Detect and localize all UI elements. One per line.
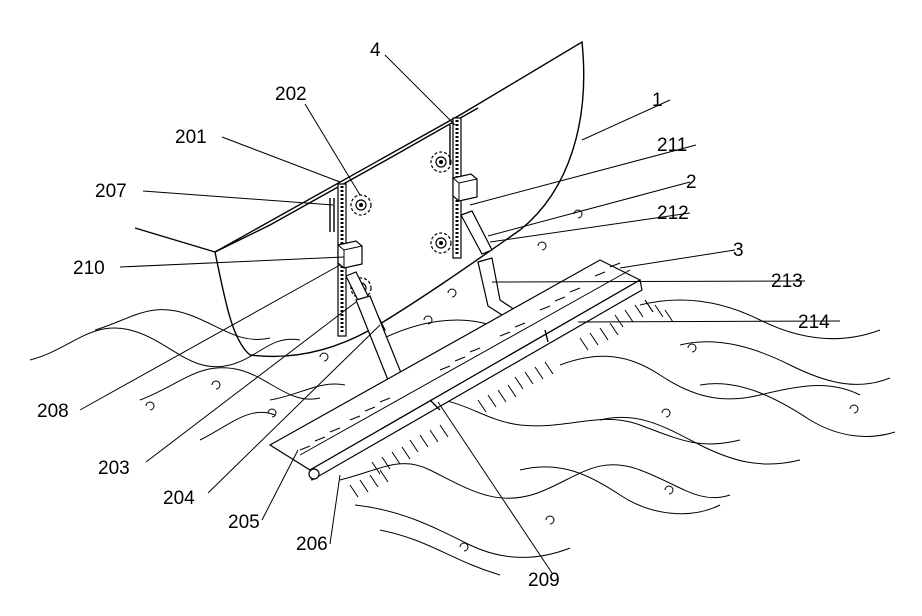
label-211: 211 bbox=[657, 135, 687, 156]
label-207: 207 bbox=[95, 181, 127, 202]
label-210: 210 bbox=[73, 258, 105, 279]
gear-icon bbox=[431, 152, 451, 172]
label-212: 212 bbox=[657, 203, 689, 224]
guide-rails bbox=[338, 118, 461, 336]
label-208: 208 bbox=[37, 401, 69, 422]
label-214: 214 bbox=[798, 312, 830, 333]
label-213: 213 bbox=[771, 271, 803, 292]
label-203: 203 bbox=[98, 458, 130, 479]
label-2: 2 bbox=[686, 172, 697, 193]
label-209: 209 bbox=[528, 570, 560, 591]
label-1: 1 bbox=[652, 90, 663, 111]
label-201: 201 bbox=[175, 127, 207, 148]
label-4: 4 bbox=[370, 40, 381, 61]
label-202: 202 bbox=[275, 84, 307, 105]
label-205: 205 bbox=[228, 512, 260, 533]
gear-icons bbox=[351, 152, 451, 298]
gear-icon bbox=[431, 233, 451, 253]
label-3: 3 bbox=[733, 240, 744, 261]
gear-icon bbox=[351, 195, 371, 215]
label-204: 204 bbox=[163, 488, 195, 509]
label-206: 206 bbox=[296, 534, 328, 555]
